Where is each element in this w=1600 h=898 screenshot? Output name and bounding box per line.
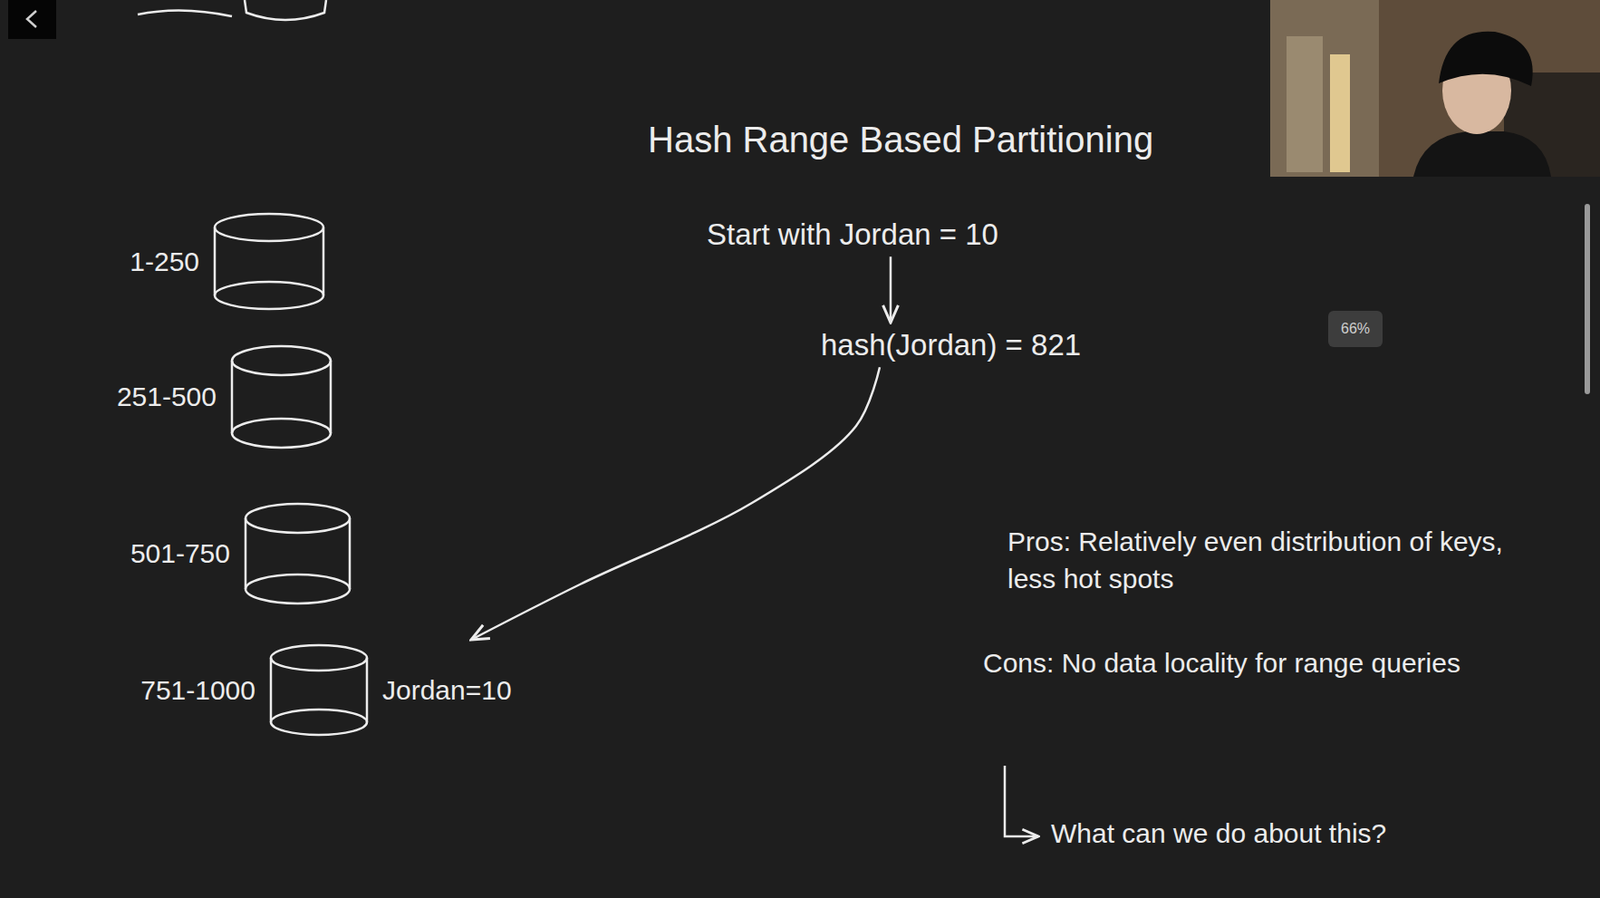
leader-arrow (1004, 765, 1039, 837)
webcam-light (1330, 54, 1350, 173)
cylinder-bottom (270, 709, 367, 735)
cylinder-outline (212, 212, 327, 311)
connector-arrow (471, 366, 880, 640)
connector-arrow (889, 256, 893, 323)
cylinder-top (214, 213, 324, 241)
scrollbar (1584, 203, 1591, 395)
zoom-indicator: 66% (1328, 310, 1383, 347)
database-node: 1-250 (129, 212, 327, 311)
range-label: 251-500 (116, 379, 217, 415)
webcam-person-body (1413, 131, 1552, 177)
cylinder-top (245, 503, 350, 533)
cylinder-outline (242, 501, 353, 606)
webcam-wall (1270, 0, 1379, 177)
stored-key: Jordan=10 (382, 673, 512, 708)
node-text: hash(Jordan) = 821 (820, 326, 1081, 364)
text-node: hash(Jordan) = 821 (820, 326, 1081, 364)
range-label: 751-1000 (140, 673, 256, 708)
cylinder-bottom (214, 281, 324, 309)
webcam-inset (1270, 0, 1600, 177)
back-button (8, 0, 57, 39)
database-node: 501-750 (130, 501, 353, 606)
range-label: 1-250 (129, 244, 200, 280)
database-node: 251-500 (116, 344, 334, 450)
partial-cylinder-edge (137, 9, 232, 17)
cylinder-top (270, 645, 367, 671)
range-label: 501-750 (130, 536, 231, 571)
cylinder-outline (229, 344, 334, 450)
cylinder-bottom (245, 574, 350, 604)
cylinder-bottom (231, 418, 331, 448)
webcam-door (1286, 36, 1323, 173)
webcam-background (1270, 0, 1600, 177)
note-text: Cons: No data locality for range queries (983, 645, 1527, 683)
partial-cylinder (244, 0, 327, 20)
cylinder-outline (268, 643, 370, 737)
webcam-person-cap (1438, 31, 1533, 87)
cylinder-top (231, 346, 331, 376)
text-node: Start with Jordan = 10 (706, 215, 999, 253)
note-text: Pros: Relatively even distribution of ke… (1007, 523, 1552, 598)
node-text: Start with Jordan = 10 (706, 215, 999, 253)
back-chevron (27, 10, 37, 28)
question-note: What can we do about this? (1050, 815, 1559, 853)
node-text: 66% (1340, 319, 1370, 338)
diagram-title: Hash Range Based Partitioning (647, 119, 1154, 161)
database-node: 751-1000 Jordan=10 (140, 643, 511, 737)
